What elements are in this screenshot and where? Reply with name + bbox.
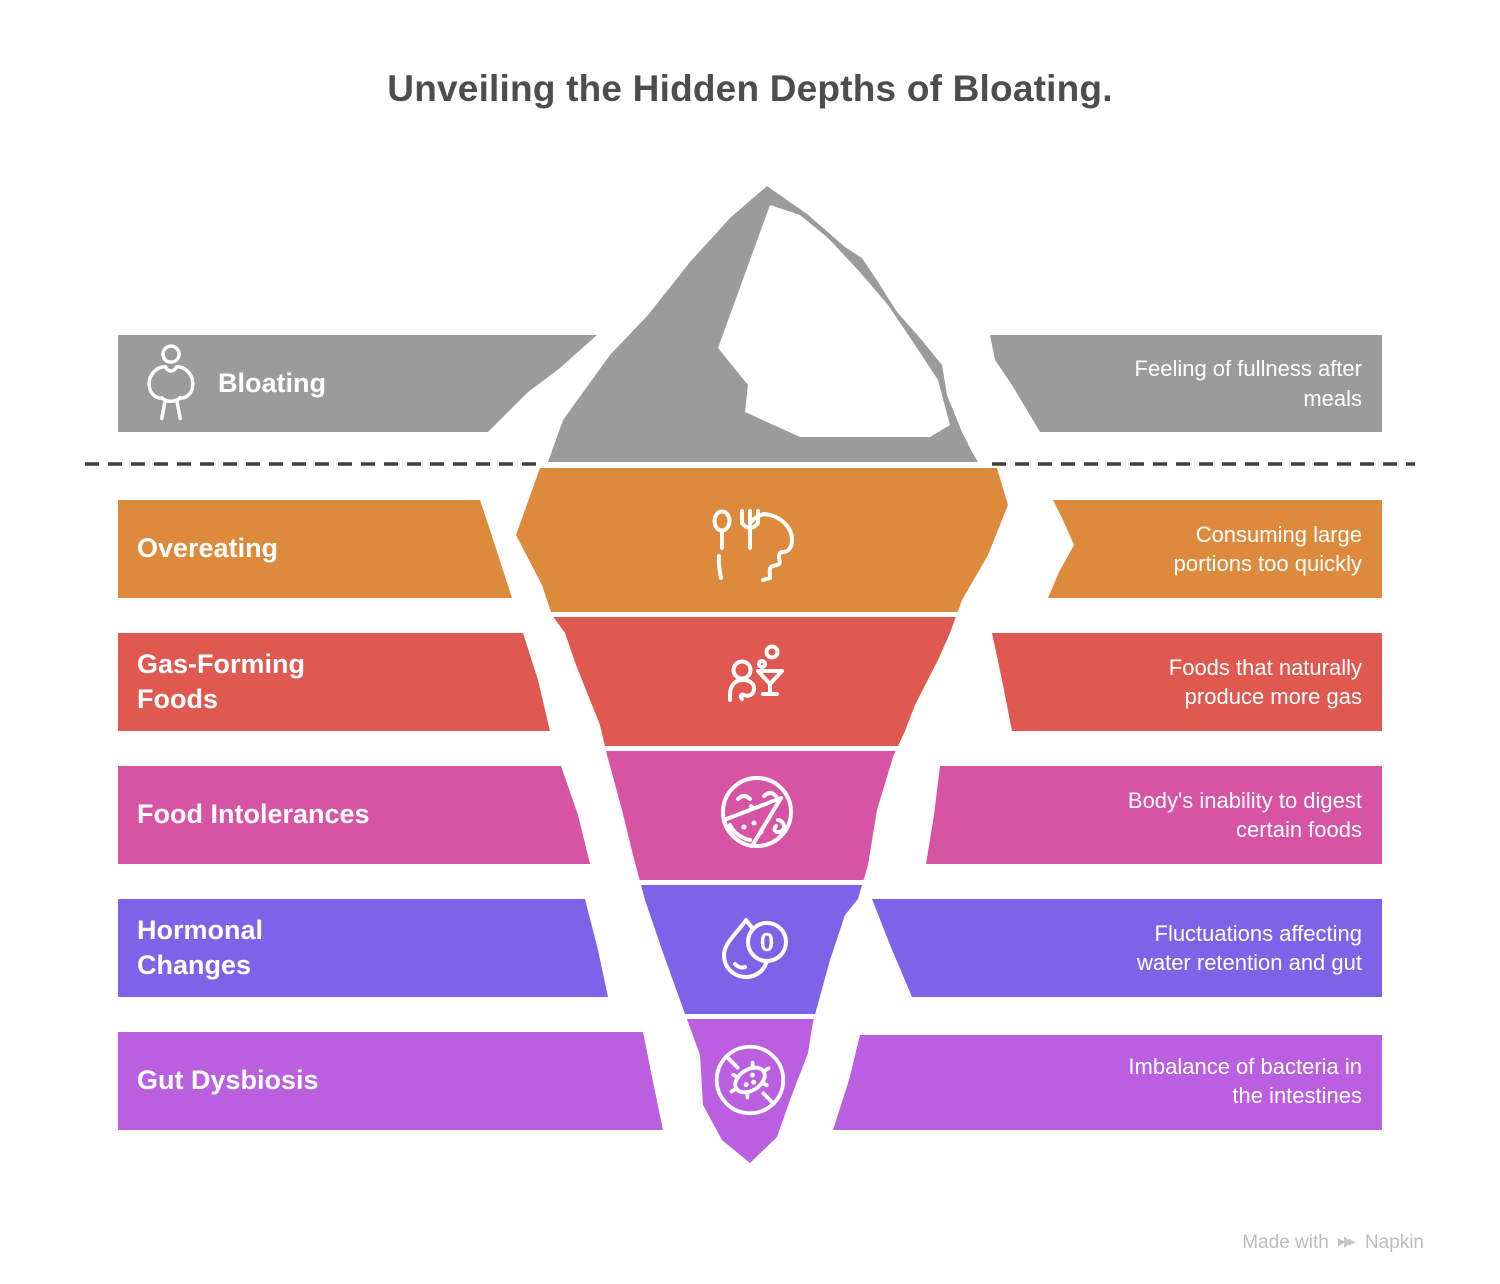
row-description-overeating: Consuming large portions too quickly: [1173, 521, 1362, 576]
no-bacteria-icon: [714, 1044, 786, 1116]
droplet-zero-icon: 0: [722, 918, 788, 979]
right-band-food-intolerances: [926, 766, 1382, 864]
right-band-overeating: [1048, 500, 1382, 598]
underwater-segment-overeating: [516, 468, 1008, 612]
left-band-overeating: [118, 500, 512, 598]
row-description-bloating: Feeling of fullness after meals: [1134, 356, 1362, 411]
row-label-food-intolerances: Food Intolerances: [137, 799, 370, 830]
person-drink-icon: [727, 644, 784, 702]
right-band-hormonal-changes: [872, 899, 1382, 997]
left-band-gas-forming-foods: [118, 633, 550, 731]
left-band-bloating: [118, 335, 597, 432]
iceberg-peak-facet: [718, 205, 950, 437]
row-description-food-intolerances: Body's inability to digest certain foods: [1127, 787, 1362, 842]
row-label-gut-dysbiosis: Gut Dysbiosis: [137, 1065, 319, 1096]
watermark-prefix: Made with: [1242, 1232, 1329, 1253]
left-band-hormonal-changes: [118, 899, 608, 997]
right-band-gas-forming-foods: [992, 633, 1382, 731]
right-band-gut-dysbiosis: [833, 1035, 1382, 1130]
row-description-gut-dysbiosis: Imbalance of bacteria in the intestines: [1128, 1053, 1362, 1108]
bloated-person-icon: [147, 344, 195, 421]
row-label-bloating: Bloating: [218, 367, 326, 398]
smiley-watermelon-icon: [721, 776, 793, 848]
underwater-segment-gas-forming-foods: [516, 617, 1008, 746]
row-description-gas-forming-foods: Foods that naturally produce more gas: [1168, 654, 1362, 709]
infographic-title: Unveiling the Hidden Depths of Bloating.: [387, 68, 1113, 109]
right-band-bloating: [990, 335, 1382, 432]
eating-head-icon: [712, 509, 794, 582]
droplet-zero-text: 0: [760, 927, 774, 957]
watermelon-seeds: [741, 820, 764, 835]
left-band-gut-dysbiosis: [118, 1032, 663, 1130]
row-label-gas-forming-foods: Gas-Forming Foods: [137, 648, 306, 714]
left-band-food-intolerances: [118, 766, 590, 864]
watermark-brand: Napkin: [1364, 1232, 1424, 1253]
row-description-hormonal-changes: Fluctuations affecting water retention a…: [1136, 920, 1362, 975]
row-label-overeating: Overeating: [137, 533, 279, 564]
napkin-logo-icon: [1337, 1236, 1356, 1248]
napkin-watermark: Made with Napkin: [1242, 1232, 1424, 1254]
row-label-hormonal-changes: Hormonal Changes: [137, 914, 264, 980]
